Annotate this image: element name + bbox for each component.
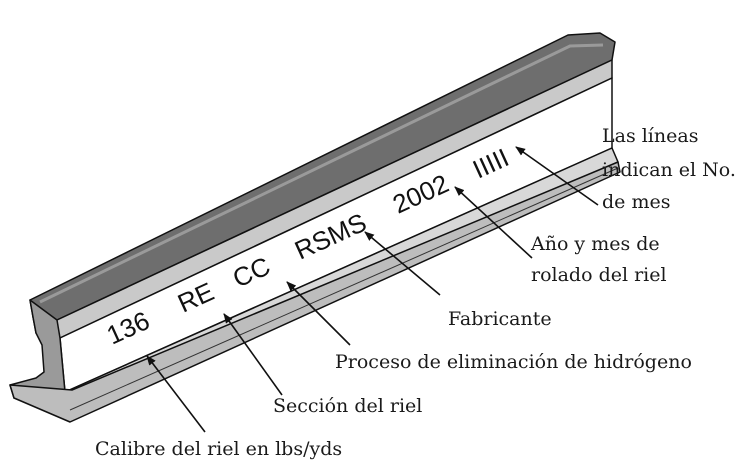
- label-gauge: Calibre del riel en lbs/yds: [95, 438, 342, 460]
- arrow-gauge: [146, 355, 206, 433]
- label-manufacturer: Fabricante: [448, 308, 552, 330]
- label-month-lines-2: indican el No.: [602, 159, 736, 181]
- arrow-year-month: [454, 186, 533, 259]
- label-year-month-2: rolado del riel: [531, 264, 667, 286]
- label-year-month-1: Año y mes de: [530, 233, 660, 255]
- arrow-section: [223, 313, 283, 396]
- label-section: Sección del riel: [273, 395, 422, 417]
- label-hydrogen: Proceso de eliminación de hidrógeno: [335, 351, 692, 373]
- label-month-lines-3: de mes: [602, 191, 670, 213]
- rail-foot-flange: [9, 161, 621, 423]
- arrow-month-lines: [515, 146, 599, 206]
- label-month-lines-1: Las líneas: [602, 125, 698, 147]
- arrow-manufacturer: [364, 231, 441, 296]
- rail-foot-edge-line: [69, 167, 619, 411]
- rail-head-highlight: [39, 43, 604, 304]
- arrow-hydrogen: [286, 281, 351, 346]
